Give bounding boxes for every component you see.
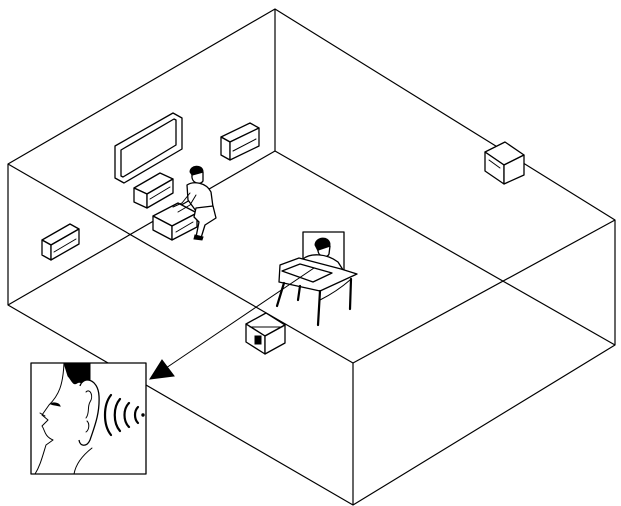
speaker-icon	[220, 122, 260, 161]
listener-icon	[275, 231, 358, 327]
person-icon	[172, 165, 217, 241]
speaker-icon	[133, 172, 174, 209]
speaker-icon	[41, 223, 80, 261]
speaker-icon	[484, 141, 525, 185]
ear-callout	[30, 362, 147, 475]
subwoofer-icon	[245, 312, 286, 355]
tv-icon	[114, 112, 183, 184]
arrow-icon	[149, 267, 315, 380]
sound-waves-icon	[103, 393, 145, 437]
room-outline	[7, 8, 616, 506]
ear-icon	[34, 362, 100, 475]
subwoofer-icon	[152, 202, 198, 241]
